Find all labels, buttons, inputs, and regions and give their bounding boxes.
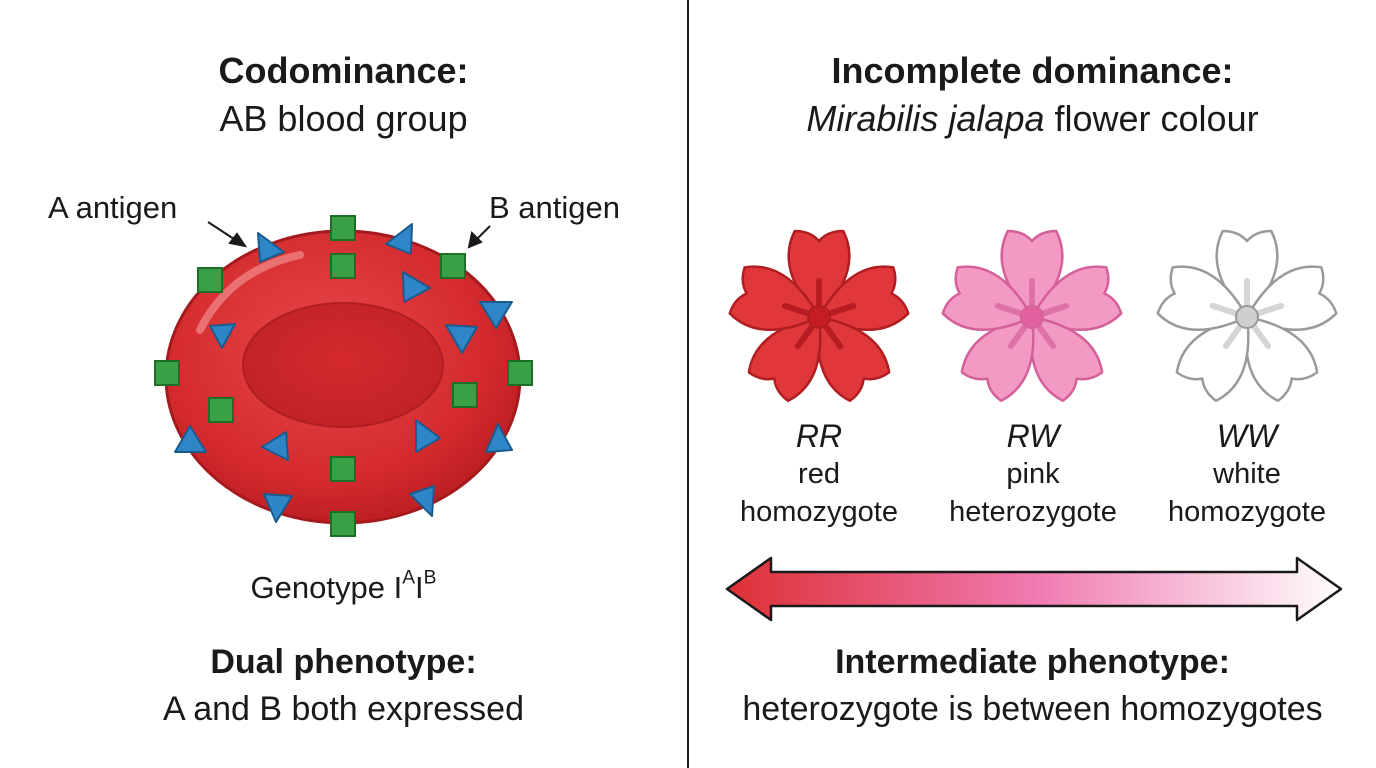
genotype-mid: I — [415, 570, 424, 605]
b-antigen-square — [330, 511, 356, 537]
dual-phenotype-desc: A and B both expressed — [162, 690, 525, 728]
flower-petal — [817, 265, 910, 332]
codominance-title: Codominance: — [218, 50, 469, 91]
b-antigen-square — [507, 360, 533, 386]
flower-center — [1020, 305, 1044, 329]
intermediate-phenotype-desc: heterozygote is between homozygotes — [742, 690, 1323, 728]
a-antigen-triangle — [445, 324, 478, 354]
a-antigen-triangle — [257, 232, 285, 263]
flower-genotype-rw: RW — [1006, 418, 1060, 454]
flower-petal — [941, 265, 1034, 332]
pink-flower — [941, 229, 1123, 403]
flower-petal — [1245, 265, 1338, 332]
flower-genotype-rr: RR — [795, 418, 843, 454]
species-name: Mirabilis jalapa — [806, 98, 1045, 139]
codominance-subtitle: AB blood group — [219, 98, 468, 139]
codominance-panel: Codominance: AB blood group — [0, 0, 687, 768]
flower-zygosity-rw: heterozygote — [949, 496, 1117, 528]
callout-arrows — [207, 221, 491, 249]
intermediate-phenotype-title: Intermediate phenotype: — [835, 643, 1230, 681]
a-antigen-pointer — [207, 221, 238, 242]
flower-center — [807, 305, 831, 329]
a-antigen-triangle — [415, 419, 441, 453]
b-antigen-square — [330, 215, 356, 241]
a-antigen-triangle — [402, 271, 431, 303]
subtitle-rest: flower colour — [1044, 98, 1259, 139]
a-antigen-label: A antigen — [48, 190, 178, 225]
cell-dimple — [242, 302, 444, 428]
b-antigen-square — [440, 253, 466, 279]
flower-illustrations — [725, 229, 1343, 622]
a-antigen-triangle — [209, 323, 236, 349]
flower-genotype-ww: WW — [1216, 418, 1278, 454]
flower-color-white: white — [1213, 458, 1281, 490]
flower-center — [1235, 305, 1259, 329]
b-antigen-square — [452, 382, 478, 408]
flower-petal — [1030, 265, 1123, 332]
b-antigen-square — [154, 360, 180, 386]
a-antigen-triangle — [261, 431, 289, 461]
incomplete-dominance-title: Incomplete dominance: — [831, 50, 1234, 91]
arrowhead-icon — [467, 230, 483, 249]
b-antigen-label: B antigen — [489, 190, 620, 225]
red-blood-cell-illustration — [154, 215, 533, 537]
incomplete-dominance-panel: Incomplete dominance: Mirabilis jalapa f… — [689, 0, 1376, 768]
b-antigen-square — [197, 267, 223, 293]
arrowhead-icon — [228, 232, 248, 248]
flower-zygosity-rr: homozygote — [740, 496, 898, 528]
b-antigen-pointer — [475, 225, 491, 241]
flower-zygosity-ww: homozygote — [1168, 496, 1326, 528]
a-antigens — [174, 223, 513, 523]
incomplete-dominance-subtitle: Mirabilis jalapa flower colour — [689, 98, 1376, 140]
gradient-double-arrow — [725, 556, 1343, 622]
a-antigen-triangle — [409, 485, 435, 517]
white-flower — [1156, 229, 1338, 403]
b-antigen-square — [330, 253, 356, 279]
a-antigen-triangle — [174, 425, 207, 453]
genotype-label: Genotype IAIB — [0, 567, 687, 606]
b-antigen-square — [208, 397, 234, 423]
allele-b-superscript: B — [423, 567, 437, 589]
b-antigens — [154, 215, 533, 537]
panel-divider — [687, 0, 689, 768]
flower-petal — [1156, 265, 1249, 332]
a-antigen-triangle — [479, 301, 513, 329]
a-antigen-triangle — [385, 223, 413, 255]
red-flower — [728, 229, 910, 403]
b-antigen-square — [330, 456, 356, 482]
cell-highlight — [196, 251, 304, 334]
dual-phenotype-title: Dual phenotype: — [210, 643, 477, 681]
a-antigen-triangle — [485, 423, 513, 453]
genotype-prefix: Genotype I — [250, 570, 403, 605]
a-antigen-triangle — [263, 493, 293, 523]
flower-color-red: red — [798, 458, 840, 490]
flower-color-pink: pink — [1006, 458, 1060, 490]
flower-petal — [728, 265, 821, 332]
allele-a-superscript: A — [402, 567, 416, 589]
